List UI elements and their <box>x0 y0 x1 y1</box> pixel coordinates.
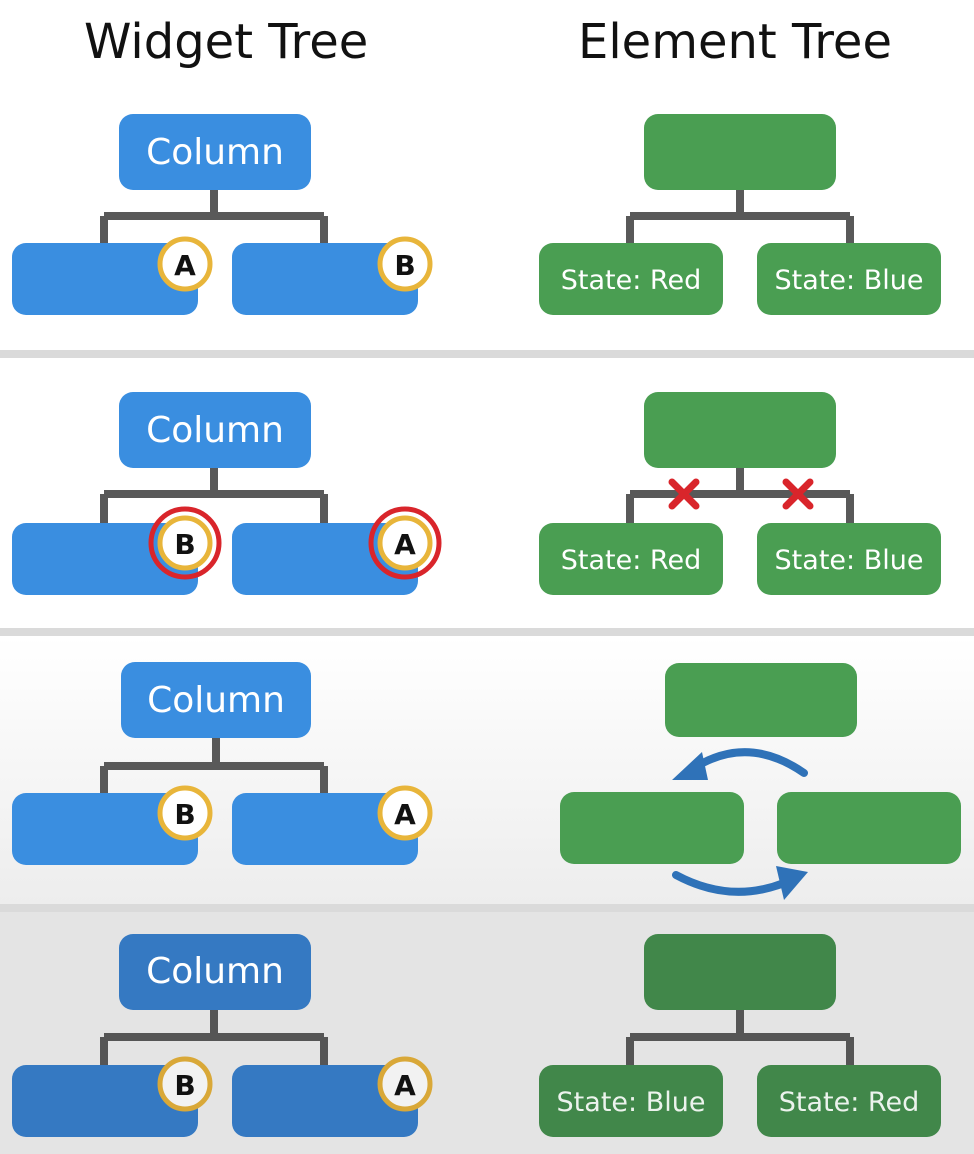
row-1-panel: Column A B State: Red S <box>0 86 974 350</box>
widget-left-child <box>12 243 198 315</box>
element-right-label: State: Red <box>779 1087 919 1118</box>
element-left-label: State: Red <box>561 265 701 296</box>
element-parent-node <box>644 934 836 1010</box>
badge-left: A <box>157 236 213 292</box>
element-right-child <box>777 792 961 864</box>
widget-right-child <box>232 793 418 865</box>
badge-right-label: A <box>394 1069 416 1102</box>
element-right-child <box>757 243 941 315</box>
cross-icon <box>782 478 814 510</box>
badge-right-highlighted: A <box>368 506 442 580</box>
widget-right-child <box>232 1065 418 1137</box>
widget-tree-heading: Widget Tree <box>84 14 369 70</box>
badge-left-highlighted: B <box>148 506 222 580</box>
row-divider <box>0 350 974 358</box>
element-right-child <box>757 523 941 595</box>
widget-column-node <box>119 392 311 468</box>
element-left-child <box>539 523 723 595</box>
badge-right-label: A <box>394 798 416 831</box>
element-parent-node <box>644 114 836 190</box>
widget-connector <box>100 1008 328 1066</box>
swap-arrows-icon <box>672 748 808 900</box>
widget-left-child <box>12 1065 198 1137</box>
widget-column-label: Column <box>146 132 284 173</box>
badge-left: B <box>157 1056 213 1112</box>
element-connector <box>626 189 854 244</box>
widget-connector <box>100 467 328 524</box>
cross-icon <box>668 478 700 510</box>
row-1-diagram: Column A B State: Red S <box>0 86 974 350</box>
widget-column-node <box>119 114 311 190</box>
badge-left-label: B <box>174 528 195 561</box>
element-left-child <box>560 792 744 864</box>
element-connector <box>626 1008 854 1066</box>
badge-right: A <box>377 785 433 841</box>
widget-column-label: Column <box>146 410 284 451</box>
row-3-diagram: Column B A <box>0 636 974 904</box>
badge-right-label: A <box>394 528 416 561</box>
row-divider <box>0 904 974 912</box>
element-left-label: State: Blue <box>557 1087 706 1118</box>
widget-column-label: Column <box>146 951 284 992</box>
badge-left-label: B <box>174 1069 195 1102</box>
widget-left-child <box>12 793 198 865</box>
row-2-panel: Column B A State: <box>0 358 974 628</box>
row-4-panel: Column B A State: Blue State: Re <box>0 912 974 1154</box>
widget-connector <box>100 189 328 244</box>
widget-column-node <box>119 934 311 1010</box>
badge-left-label: A <box>174 249 196 282</box>
row-4-diagram: Column B A State: Blue State: Re <box>0 912 974 1154</box>
element-right-label: State: Blue <box>775 265 924 296</box>
widget-column-label: Column <box>147 680 285 721</box>
row-3-panel: Column B A <box>0 636 974 904</box>
widget-right-child <box>232 243 418 315</box>
badge-left: B <box>157 785 213 841</box>
row-2-diagram: Column B A State: <box>0 358 974 628</box>
badge-left-label: B <box>174 798 195 831</box>
element-tree-heading: Element Tree <box>578 14 892 70</box>
element-parent-node <box>644 392 836 468</box>
element-left-child <box>539 243 723 315</box>
row-divider <box>0 628 974 636</box>
element-parent-node <box>665 663 857 737</box>
widget-connector <box>100 737 328 794</box>
element-left-label: State: Red <box>561 545 701 576</box>
widget-column-node <box>121 662 311 738</box>
element-right-label: State: Blue <box>775 545 924 576</box>
badge-right-label: B <box>394 249 415 282</box>
element-connector <box>626 467 854 524</box>
element-right-child <box>757 1065 941 1137</box>
badge-right: B <box>377 236 433 292</box>
element-left-child <box>539 1065 723 1137</box>
badge-right: A <box>377 1056 433 1112</box>
